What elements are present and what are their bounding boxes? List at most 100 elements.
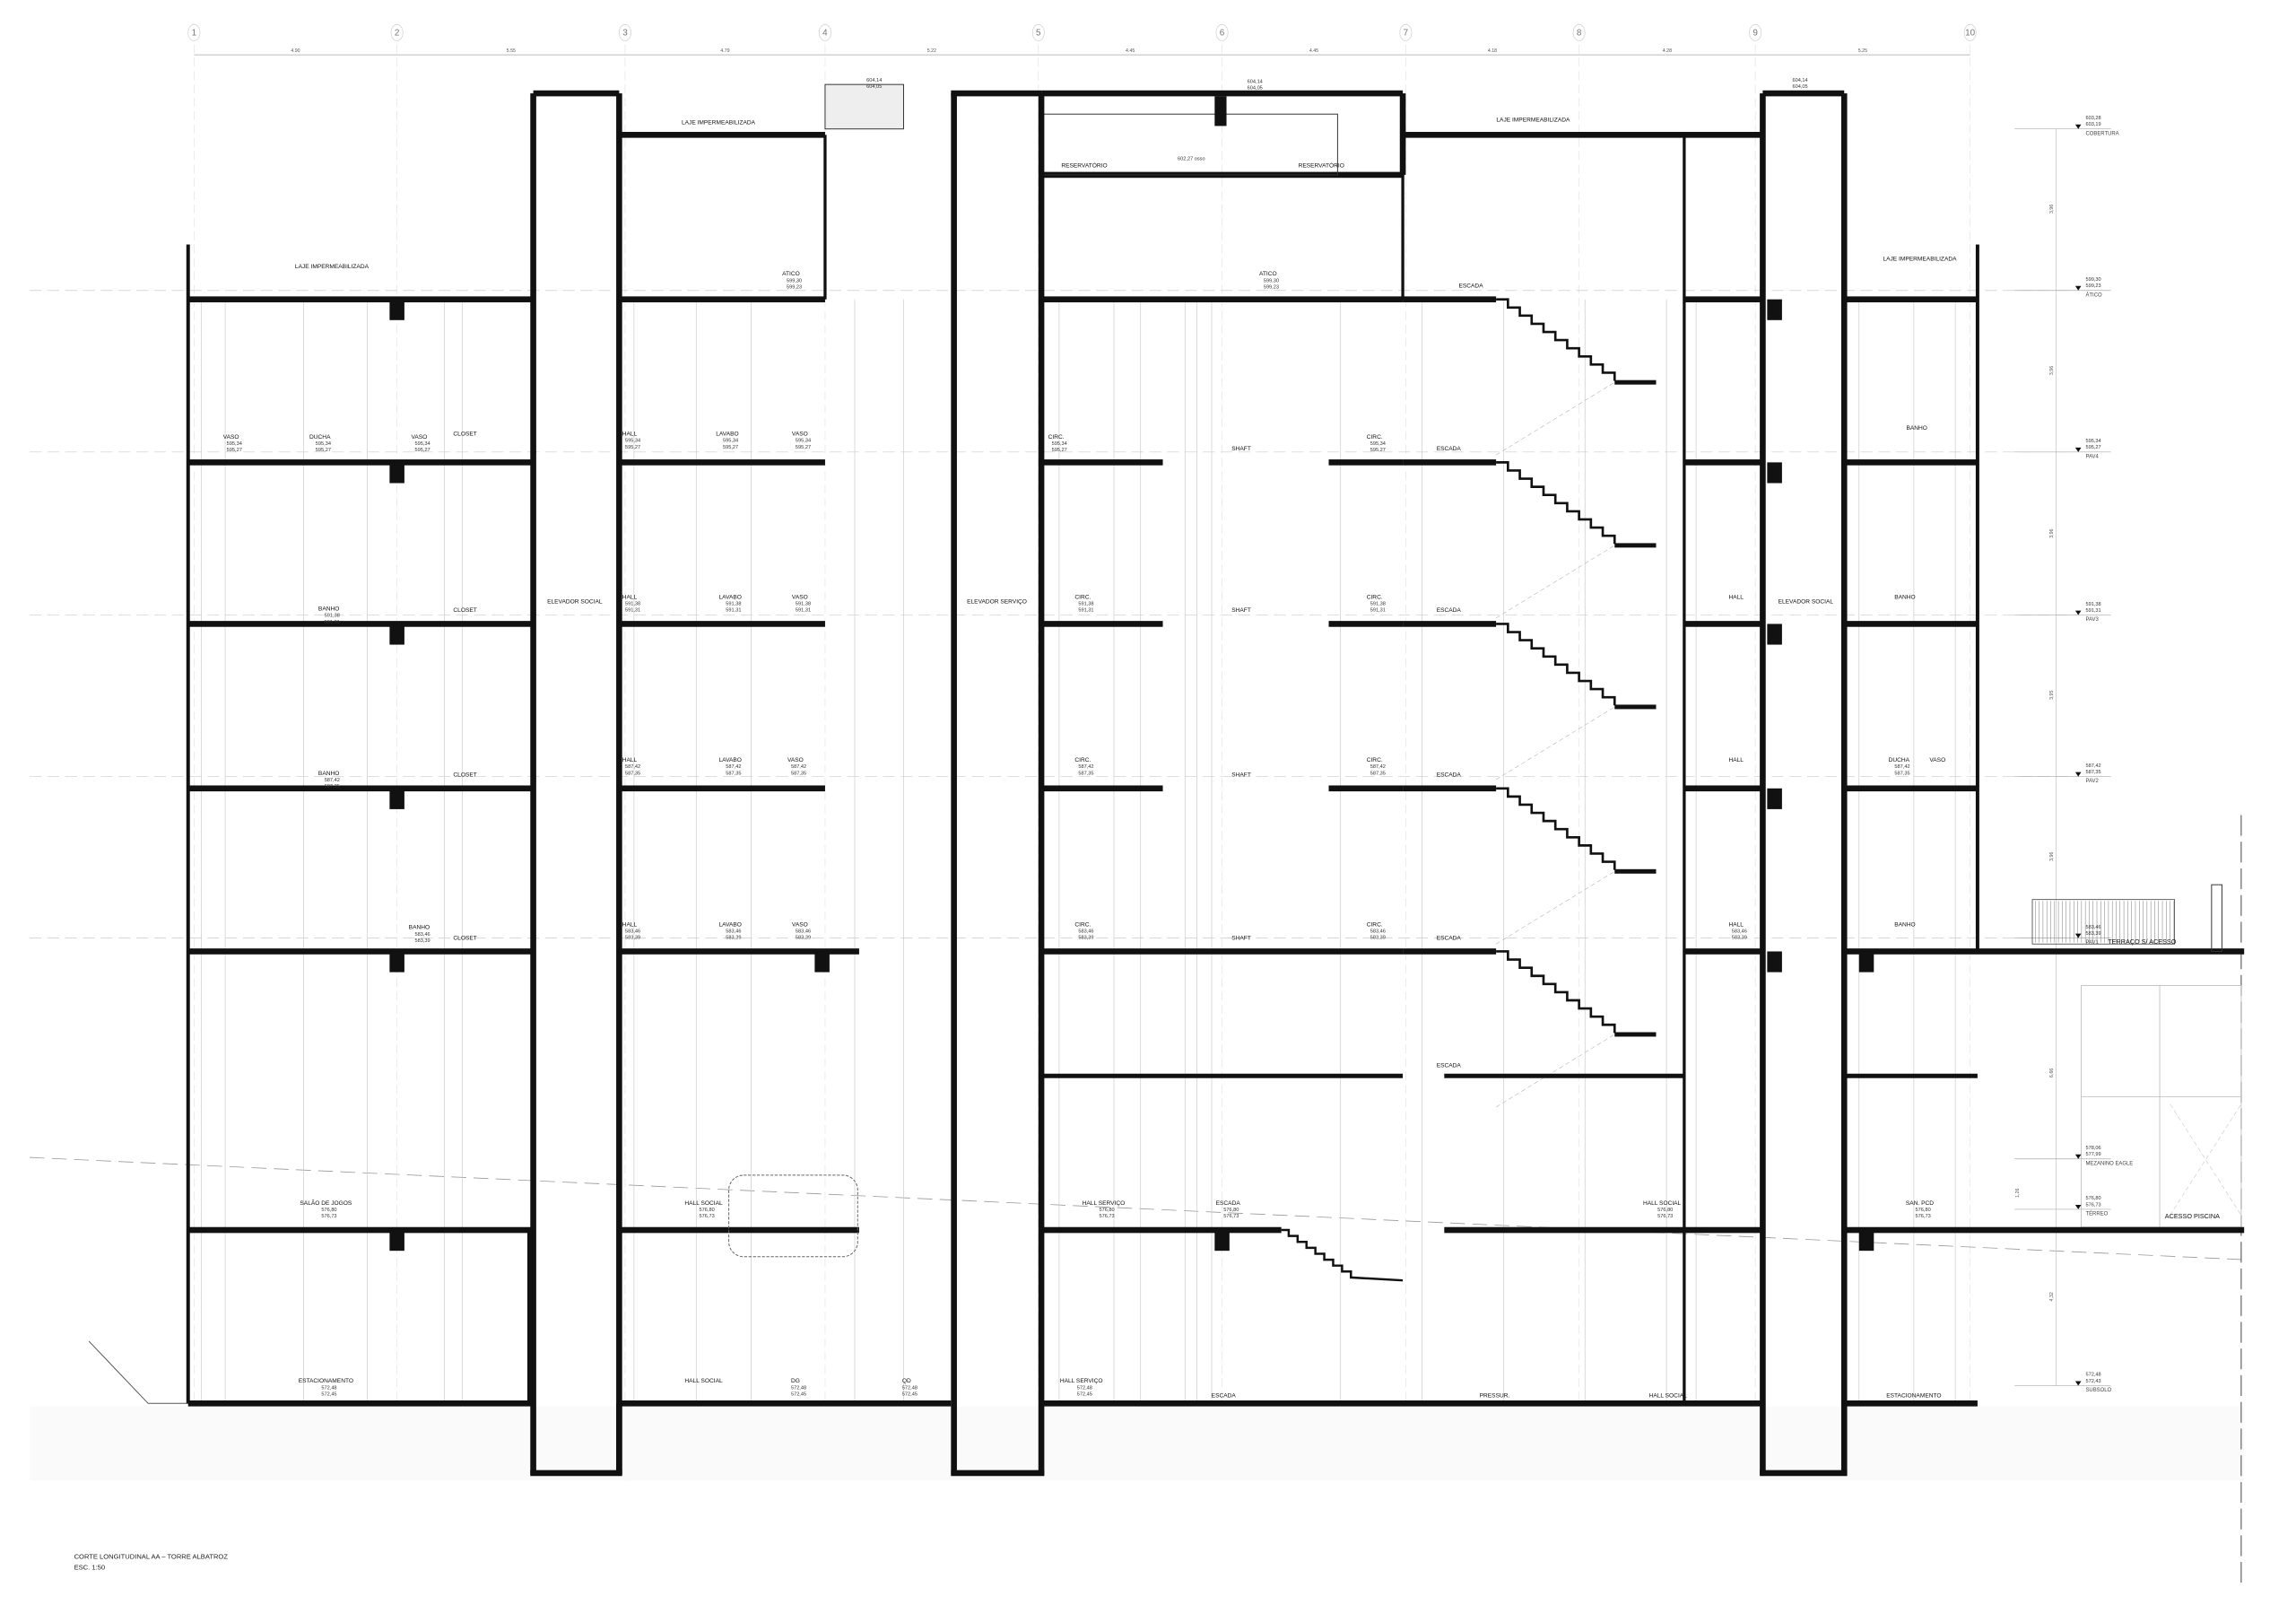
room-label-pav3: HALL [1728,594,1744,600]
room-label-atico: ESCADA [1458,283,1483,289]
level-bottom-value: 583,39 [2085,931,2100,937]
elevator-label: ELEVADOR SOCIAL [547,598,603,605]
room-label-terreo: HALL SOCIAL [1643,1200,1682,1207]
wall [1683,135,1686,1404]
room-label-atico: ATICO [1259,271,1277,277]
roof-skylight-box [824,83,904,130]
room-level-top: 583,46 [1078,929,1093,935]
room-level-top: 572,48 [1077,1385,1092,1391]
roof-level-top: 604,14 [1248,80,1263,85]
level-marker-triangle [2074,610,2082,615]
level-name: TÉRREO [2085,1211,2108,1217]
room-label-pav1: CIRC. [1074,921,1091,928]
beam [1767,624,1782,645]
revision-cloud [728,1174,858,1258]
level-bottom-value: 576,73 [2085,1202,2100,1208]
wall [526,1230,534,1404]
beam [1858,951,1874,973]
grid-bubble [390,23,404,41]
slab [1844,1226,2245,1234]
stair-flight [1496,950,1616,1034]
room-label-pav4: BANHO [1906,425,1926,432]
grid-label-9: 9 [1752,29,1758,39]
room-label-pav2: ESCADA [1437,772,1462,779]
stair-flight [1496,461,1616,545]
grid-spacing: 4.45 [1309,48,1318,54]
grid-label-5: 5 [1036,29,1041,39]
slab [1844,459,1978,466]
level-bottom-value: 603,19 [2085,122,2100,127]
room-label-terreo: SAN. PCD [1906,1200,1934,1207]
grid-bubble [1399,23,1413,41]
grid-bubble [819,23,831,41]
room-label-mezanino: ESCADA [1437,1062,1462,1069]
level-top-value: 583,46 [2085,925,2100,930]
slab [187,296,534,302]
laje-impermeabilizada-label: LAJE IMPERMEABILIZADA [1496,117,1570,123]
room-level-bottom: 595,27 [414,448,430,453]
wall [1975,244,1979,952]
roof-level-bottom: 604,05 [1792,84,1807,90]
level-height-dim: 3,96 [2049,366,2055,375]
laje-impermeabilizada-label: LAJE IMPERMEABILIZADA [1883,257,1957,263]
room-level-top: 595,34 [723,439,738,444]
room-level-top: 595,34 [414,441,430,447]
room-level-bottom: 599,23 [1264,284,1279,290]
room-label-pav3: LAVABO [719,594,742,600]
room-level-top: 591,38 [325,614,340,619]
slab [619,785,825,792]
stair-flight-hidden [1495,1034,1615,1108]
level-bottom-value: 572,43 [2085,1379,2100,1384]
beam [389,299,404,320]
room-label-pav1: BANHO [409,925,430,931]
room-level-top: 587,42 [325,778,340,783]
terraco-label: TERRAÇO S/ ACESSO [2108,938,2176,946]
room-label-pav2: LAVABO [719,757,742,763]
slab [1041,459,1163,466]
slab [1162,296,1329,302]
room-label-pav2: CIRC. [1367,757,1383,763]
room-label-pav3: BANHO [1894,594,1915,600]
room-label-pav2: HALL [622,757,638,763]
slab [1614,379,1657,385]
room-label-pav1: LAVABO [719,921,742,928]
room-level-top: 587,42 [791,764,806,770]
slab [1614,704,1657,710]
slab [1683,296,1763,302]
grid-spacing: 4.90 [291,48,300,54]
room-label-pav2: HALL [1728,757,1744,763]
room-label-pav2: CLOSET [453,772,476,779]
level-marker-triangle [2074,933,2082,938]
slab [1403,785,1497,792]
slab [951,1470,1045,1477]
room-level-top: 572,48 [791,1385,806,1391]
room-level-top: 591,38 [1370,601,1386,606]
wall [616,1403,622,1475]
elevator-label: ELEVADOR SOCIAL [1779,598,1834,605]
room-level-bottom: 572,45 [321,1391,336,1397]
terrain-profile [88,1340,188,1404]
stair-flight-hidden [1495,381,1615,456]
room-label-pav1: CIRC. [1367,921,1383,928]
slab [1041,1400,1763,1407]
slab [1041,90,1404,97]
room-level-top: 587,42 [1078,764,1093,770]
room-level-bottom: 591,31 [726,608,741,614]
grid-spacing: 4.18 [1488,48,1497,54]
grid-label-4: 4 [822,29,828,39]
reservatorio-level: 602,27 osso [1178,156,1205,161]
terrace-railing [2031,899,2175,945]
slab [533,90,620,97]
level-marker-triangle [2074,285,2082,291]
room-label-pav2: VASO [1929,757,1945,763]
slab [1844,948,2245,955]
slab [1444,1073,1684,1078]
slab [619,132,825,138]
grid-bubble [1031,23,1045,41]
room-label-terreo: SALÃO DE JOGOS [300,1199,352,1207]
room-label-pav3: SHAFT [1231,607,1251,614]
slab [1041,296,1163,302]
room-level-bottom: 595,27 [1052,448,1067,453]
room-level-bottom: 576,73 [1916,1214,1931,1219]
drawing-title: CORTE LONGITUDINAL AA – TORRE ALBATROZ [74,1553,229,1561]
